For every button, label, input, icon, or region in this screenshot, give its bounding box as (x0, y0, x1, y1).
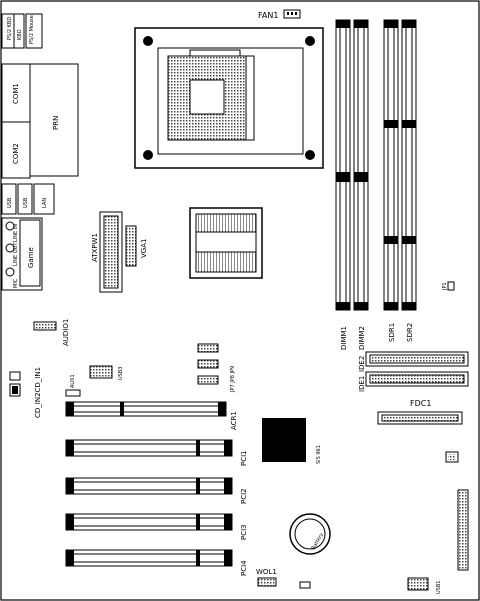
jp1-label: JP1 (442, 282, 448, 291)
cd-in-headers: CD_IN2CD_IN1 (9, 367, 42, 418)
com2-connector: COM2 (1, 121, 31, 179)
northbridge-heatsink (189, 207, 263, 279)
memory-slots: DIMM1 DIMM2 SDR1 SDR2 (335, 19, 417, 350)
fan1-header: FAN1 (258, 9, 301, 20)
com2-label: COM2 (12, 143, 20, 164)
acr1-label: ACR1 (230, 411, 238, 430)
audio1-label: AUDIO1 (62, 319, 70, 346)
usb3-label: USB3 (118, 367, 124, 380)
battery: Battery (289, 513, 331, 555)
fan1-label: FAN1 (258, 11, 278, 20)
usb-label: USB (7, 197, 13, 208)
pci4-slot: PCI4 (65, 549, 248, 576)
wol1-label: WOL1 (256, 568, 277, 576)
dimm2-label: DIMM2 (358, 326, 366, 350)
right-small-header (445, 451, 459, 463)
ps2-connector: PS/2 KBD KBD PS/2 Mouse (1, 13, 43, 49)
usb1-header: USB1 (407, 577, 442, 594)
ide1-label: IDE1 (358, 376, 366, 392)
bottom-small-jumper (299, 581, 311, 589)
ide1-connector: IDE1 (358, 371, 469, 392)
vga1-header: VGA1 (125, 225, 148, 267)
pci1-slot: PCI1 (65, 439, 248, 466)
usb2-label: USB (23, 197, 29, 208)
sis961-chip: SiS 961 (262, 418, 322, 464)
wol1-header: WOL1 (256, 568, 277, 587)
line-out-label: LINE OUT (13, 242, 19, 266)
line-in-jack (5, 221, 15, 231)
line-out-jack (5, 243, 15, 253)
com1-label: COM1 (12, 83, 20, 104)
dimm1-label: DIMM1 (340, 326, 348, 350)
usb1-label: USB1 (436, 581, 442, 594)
dimm1-slot (335, 19, 351, 311)
pci4-label: PCI4 (240, 560, 248, 576)
vga1-label: VGA1 (140, 239, 148, 258)
sdr1-label: SDR1 (388, 323, 396, 342)
pci2-label: PCI2 (240, 488, 248, 504)
front-panel-header (457, 489, 469, 571)
usb3-header: USB3 (89, 365, 124, 380)
ps2-kbd-label-2: KBD (17, 29, 23, 40)
game-port (19, 219, 41, 287)
com1-connector: COM1 (1, 63, 31, 123)
sdr1-slot (383, 19, 399, 311)
aux1-label: AUX1 (70, 374, 76, 388)
sdr2-slot (401, 19, 417, 311)
pci1-label: PCI1 (240, 450, 248, 466)
cpu-socket (134, 27, 324, 169)
mic-label: MIC (13, 278, 19, 288)
jp1-jumper: JP1 (442, 281, 455, 291)
pci3-label: PCI3 (240, 524, 248, 540)
game-label: Game (27, 247, 35, 268)
ps2-kbd-label: PS/2 KBD (7, 17, 13, 40)
audio-game-connector: LINE IN LINE OUT Game MIC (1, 217, 43, 291)
pci2-slot: PCI2 (65, 477, 248, 504)
usb-lan-connector: USB USB LAN (1, 183, 55, 215)
jp-label: JP7 JP8 JP9 (230, 366, 236, 393)
atxpw1-label: ATXPW1 (91, 233, 99, 262)
prn-connector: PRN (29, 63, 79, 177)
aux1-header: AUX1 (65, 374, 81, 397)
ide2-label: IDE2 (358, 356, 366, 372)
ide2-connector: IDE2 (358, 351, 469, 372)
pci3-slot: PCI3 (65, 513, 248, 540)
lan-label: LAN (42, 198, 48, 208)
prn-label: PRN (52, 116, 60, 130)
mic-jack (5, 267, 15, 277)
cd-in-label: CD_IN2CD_IN1 (34, 367, 42, 418)
ps2-mouse-label: PS/2 Mouse (29, 15, 35, 44)
atx-power-connector: ATXPW1 (91, 211, 123, 293)
dimm2-slot (353, 19, 369, 311)
acr1-slot: ACR1 (65, 401, 238, 430)
fdc1-connector: FDC1 (377, 399, 463, 425)
fdc1-label: FDC1 (410, 399, 431, 408)
sis961-label: SiS 961 (316, 445, 322, 464)
line-in-label: LINE IN (13, 224, 19, 242)
sdr2-label: SDR2 (406, 323, 414, 342)
audio1-header: AUDIO1 (33, 319, 70, 346)
jp7-jp9-jumpers: JP7 JP8 JP9 (197, 343, 236, 393)
